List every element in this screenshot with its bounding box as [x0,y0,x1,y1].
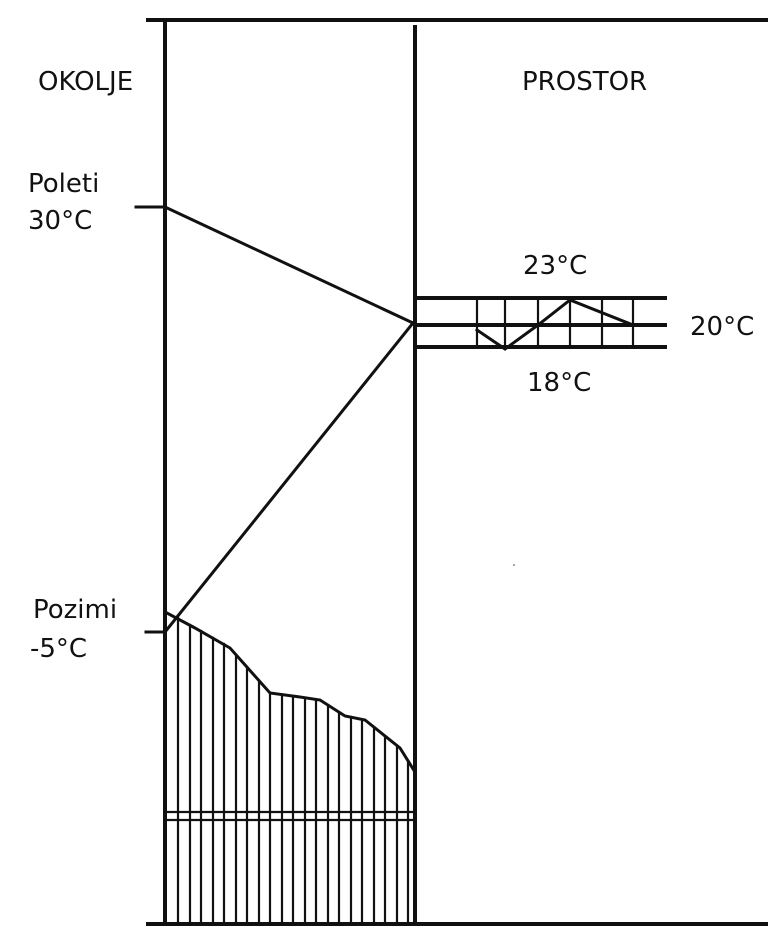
winter-gradient-line [162,320,416,635]
summer-gradient-line [163,205,415,325]
winter-profile-curve [162,609,418,775]
winter-hatched-zone [162,609,418,926]
room-fluctuation-line [474,298,635,351]
summer-temp-label: 30°C [28,206,92,236]
room-lower-temp-label: 18°C [527,368,591,398]
room-comfort-band [413,296,667,351]
room-label: PROSTOR [522,67,647,97]
winter-temp-label: -5°C [30,634,87,664]
outside-label: OKOLJE [38,67,133,97]
room-middle-temp-label: 20°C [690,312,754,342]
winter-label: Pozimi [33,595,117,625]
room-upper-temp-label: 23°C [523,251,587,281]
speck-dot [513,564,515,566]
summer-label: Poleti [28,169,99,199]
